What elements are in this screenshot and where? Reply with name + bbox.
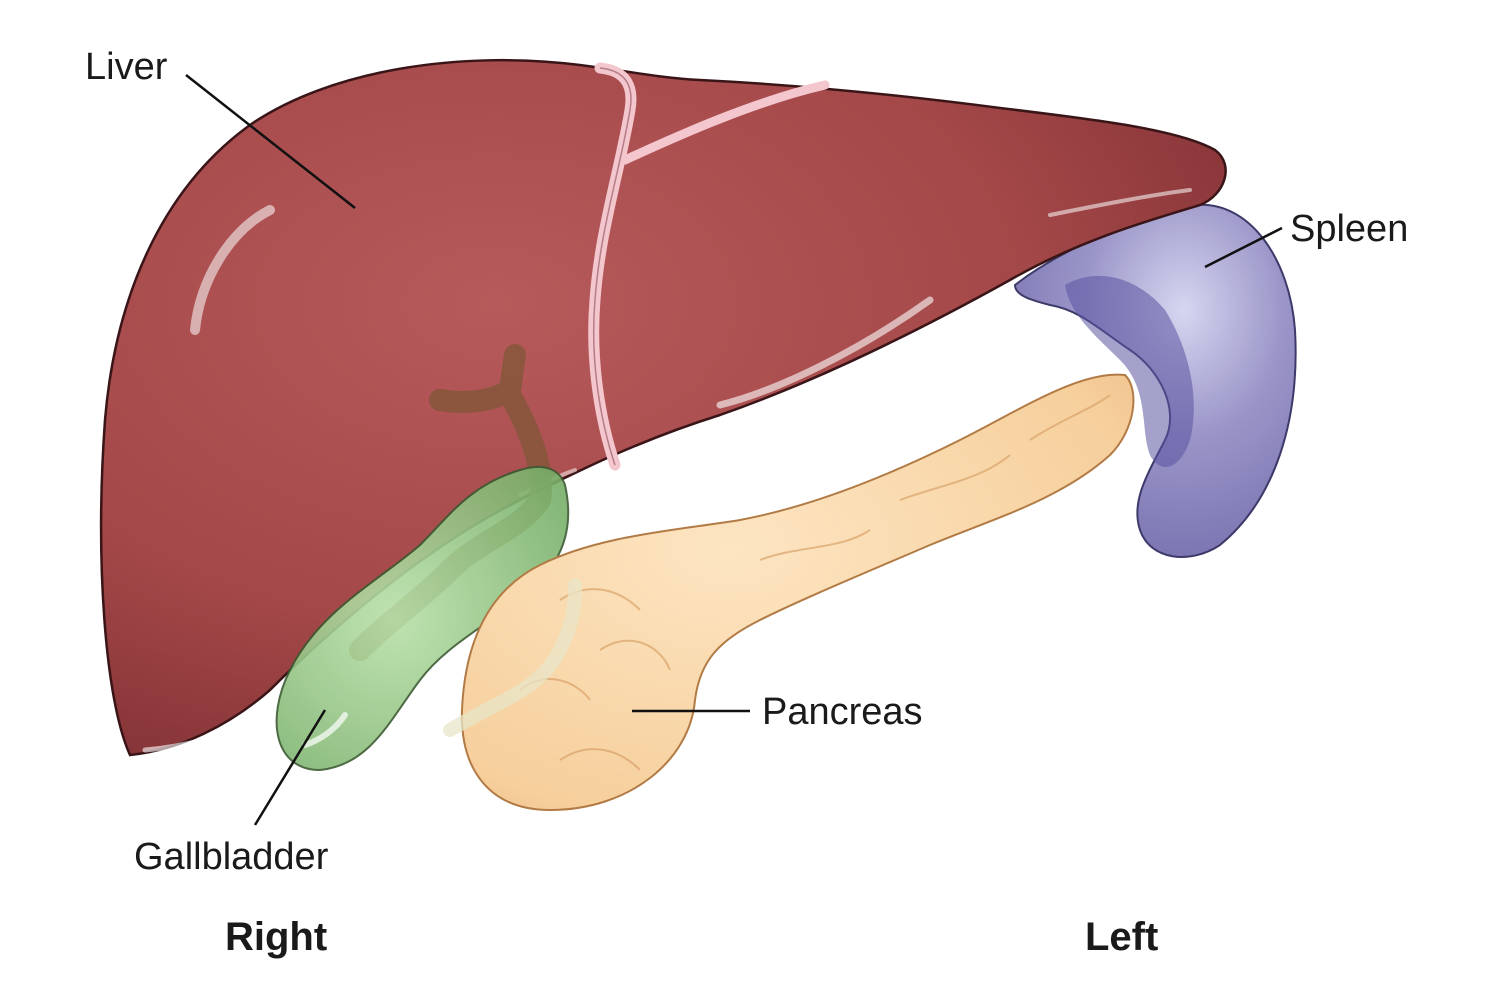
gallbladder-label: Gallbladder [134, 838, 328, 876]
spleen-shape [1015, 205, 1296, 557]
right-side-label: Right [225, 917, 327, 957]
spleen-label: Spleen [1290, 210, 1408, 248]
liver-label: Liver [85, 48, 167, 86]
left-side-label: Left [1085, 917, 1158, 957]
pancreas-label: Pancreas [762, 693, 923, 731]
